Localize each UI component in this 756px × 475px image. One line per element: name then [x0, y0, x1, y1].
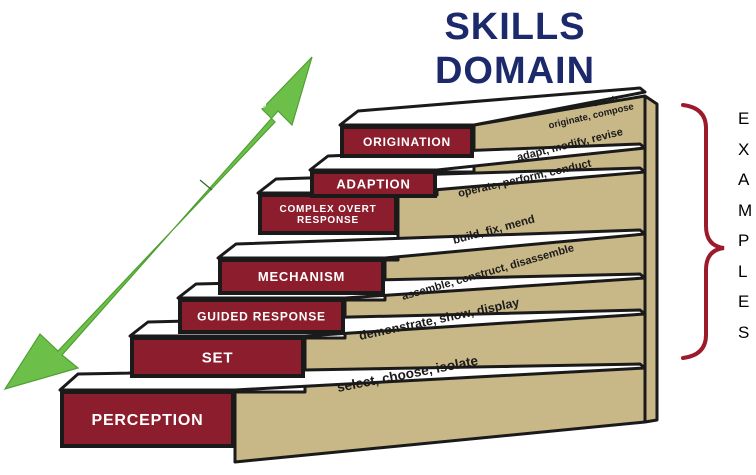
arrow-divider	[199, 179, 213, 191]
stair-face	[182, 302, 341, 330]
examples-letter: A	[738, 170, 750, 189]
examples-letter: S	[738, 322, 750, 342]
arrow-shape	[3, 56, 313, 391]
step-label: MECHANISM	[258, 269, 345, 284]
title-line-2: DOMAIN	[434, 50, 596, 92]
examples-letter: P	[738, 231, 750, 250]
step-label: PERCEPTION	[91, 412, 203, 429]
stair-face	[262, 197, 394, 231]
step-label: SET	[202, 349, 234, 366]
step-label: ADAPTION	[336, 177, 410, 192]
examples-letter: E	[738, 292, 750, 311]
examples-letter: M	[738, 200, 753, 220]
title-line-1: SKILLS	[444, 6, 586, 48]
stair-face	[314, 174, 433, 194]
examples-letter: X	[738, 139, 750, 159]
stair-face	[134, 340, 301, 374]
examples-letter: L	[738, 261, 748, 281]
stair-face	[222, 262, 381, 291]
stair-face	[64, 394, 231, 444]
step-label: GUIDED RESPONSE	[197, 309, 326, 323]
step-label: ORIGINATION	[363, 135, 451, 149]
curly-brace	[681, 103, 725, 360]
arrow-label-objective: Objective	[57, 250, 105, 300]
step-label: RESPONSE	[297, 215, 359, 226]
examples-letter: E	[738, 109, 750, 128]
stair-face	[344, 129, 470, 154]
step-label: COMPLEX OVERT	[279, 204, 376, 215]
arrow-label-subjective: Subjective	[218, 96, 270, 150]
